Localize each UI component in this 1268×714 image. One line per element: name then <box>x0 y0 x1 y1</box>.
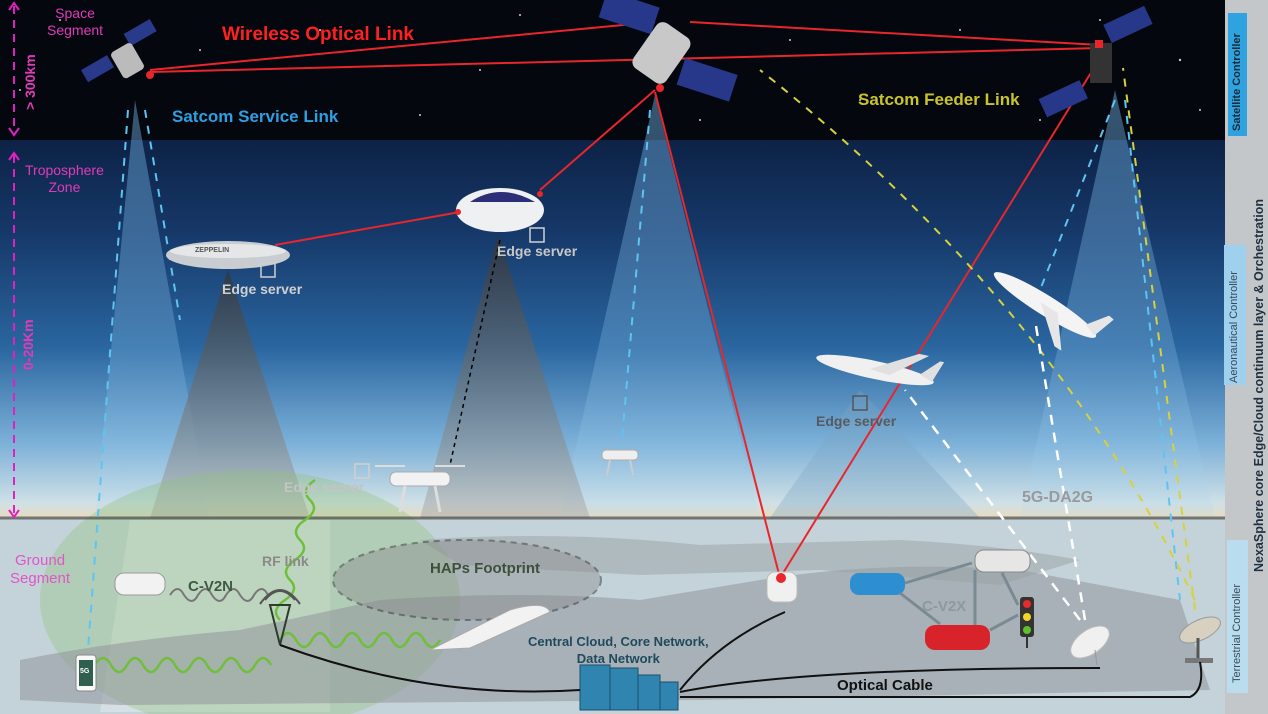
terrestrial-controller-box[interactable] <box>1227 540 1248 693</box>
optical-ground-station <box>766 571 798 603</box>
drone-large <box>375 465 465 513</box>
optical-cable-label: Optical Cable <box>837 677 933 694</box>
rf-link-tower-train <box>278 631 442 649</box>
car-white-tesla <box>114 572 166 596</box>
smartphone <box>75 654 97 692</box>
satellite-center <box>598 0 738 102</box>
haps-footprint-ellipse <box>332 539 602 621</box>
service-beam-center <box>560 95 760 518</box>
space-segment-label: Space Segment <box>47 5 103 39</box>
haps-drone-link <box>449 239 501 466</box>
wireless-optical-links <box>149 21 1101 579</box>
satcom-feeder-link-label: Satcom Feeder Link <box>858 90 1020 109</box>
ground-label-line2: Segment <box>10 570 71 587</box>
central-cloud-label: Central Cloud, Core Network, Data Networ… <box>528 633 709 667</box>
car-silver <box>974 549 1031 573</box>
zeppelin-text: ZEPPELIN <box>195 247 230 254</box>
edge-server-icons <box>260 227 868 479</box>
satcom-service-link-label: Satcom Service Link <box>172 107 339 126</box>
satellite-dish-large <box>1179 616 1221 663</box>
stars <box>19 14 1201 121</box>
wireless-optical-link-label: Wireless Optical Link <box>222 24 415 45</box>
satellite-right <box>1038 5 1153 118</box>
car-blue <box>850 573 905 595</box>
edge-server-haps-label: Edge server <box>497 243 578 259</box>
space-altitude-label: > 300km <box>22 54 38 110</box>
terrestrial-controller-label: Terrestrial Controller <box>1231 583 1243 683</box>
ground-segment-label: Ground Segment <box>10 552 70 588</box>
cell-tower <box>259 589 301 646</box>
service-link-dashes <box>87 99 1181 651</box>
aircraft-lower <box>816 353 945 386</box>
car-red <box>925 625 990 650</box>
troposphere-zone-label: Troposphere Zone <box>25 162 104 196</box>
space-label-line2: Segment <box>47 22 104 38</box>
aeronautical-controller-label: Aeronautical Controller <box>1228 271 1240 383</box>
central-cloud-line1: Central Cloud, Core Network, <box>528 634 709 649</box>
haps-beam-airship <box>420 235 590 518</box>
aircraft-beam <box>770 390 980 518</box>
aircraft-upper <box>993 272 1114 351</box>
satellite-dish-small <box>1070 625 1110 666</box>
rf-link-label: RF link <box>262 553 309 569</box>
central-cloud-line2: Data Network <box>576 651 660 666</box>
space-label-line1: Space <box>55 5 95 21</box>
zeppelin <box>166 241 290 269</box>
c-v2n-link <box>169 588 269 602</box>
feeder-link <box>759 67 1196 611</box>
satellite-controller-label: Satellite Controller <box>1231 33 1243 131</box>
haps-beam-zeppelin <box>150 270 310 518</box>
drone-small <box>601 449 639 476</box>
phone-5g-text: 5G <box>80 668 90 675</box>
c-v2x-links <box>899 561 1020 632</box>
c-v2n-label: C-V2N <box>188 578 234 595</box>
c-v2x-label: C-V2X <box>922 598 967 615</box>
edge-server-drone-label: Edge server <box>284 479 365 495</box>
service-beam-right <box>1020 90 1215 518</box>
5g-da2g-label: 5G-DA2G <box>1022 489 1094 506</box>
edge-server-zeppelin-label: Edge server <box>222 281 303 297</box>
aeronautical-controller-box[interactable] <box>1224 245 1246 385</box>
orchestration-layer-label: NexaSphere core Edge/Cloud continuum lay… <box>1252 198 1266 572</box>
haps-footprint-label: HAPs Footprint <box>430 560 540 577</box>
troposphere-label-line1: Troposphere <box>25 162 104 178</box>
edge-server-aircraft-label: Edge server <box>816 413 897 429</box>
da2g-links <box>904 319 1087 621</box>
network-diagram-graphics <box>0 0 1225 714</box>
data-center-servers <box>579 664 679 711</box>
haps-airship <box>455 188 544 232</box>
high-speed-train <box>429 605 551 651</box>
rf-link-tower-drone <box>274 478 316 621</box>
satellite-controller-box[interactable] <box>1228 13 1247 136</box>
troposphere-label-line2: Zone <box>48 179 81 195</box>
optical-cables <box>279 611 1203 698</box>
satellite-left <box>81 19 157 83</box>
service-beam-left <box>95 100 210 518</box>
troposphere-altitude-label: 0-20Km <box>20 319 36 370</box>
ground-label-line1: Ground <box>15 552 66 569</box>
traffic-light <box>1020 597 1034 648</box>
rf-link-phone-tower <box>93 656 273 674</box>
